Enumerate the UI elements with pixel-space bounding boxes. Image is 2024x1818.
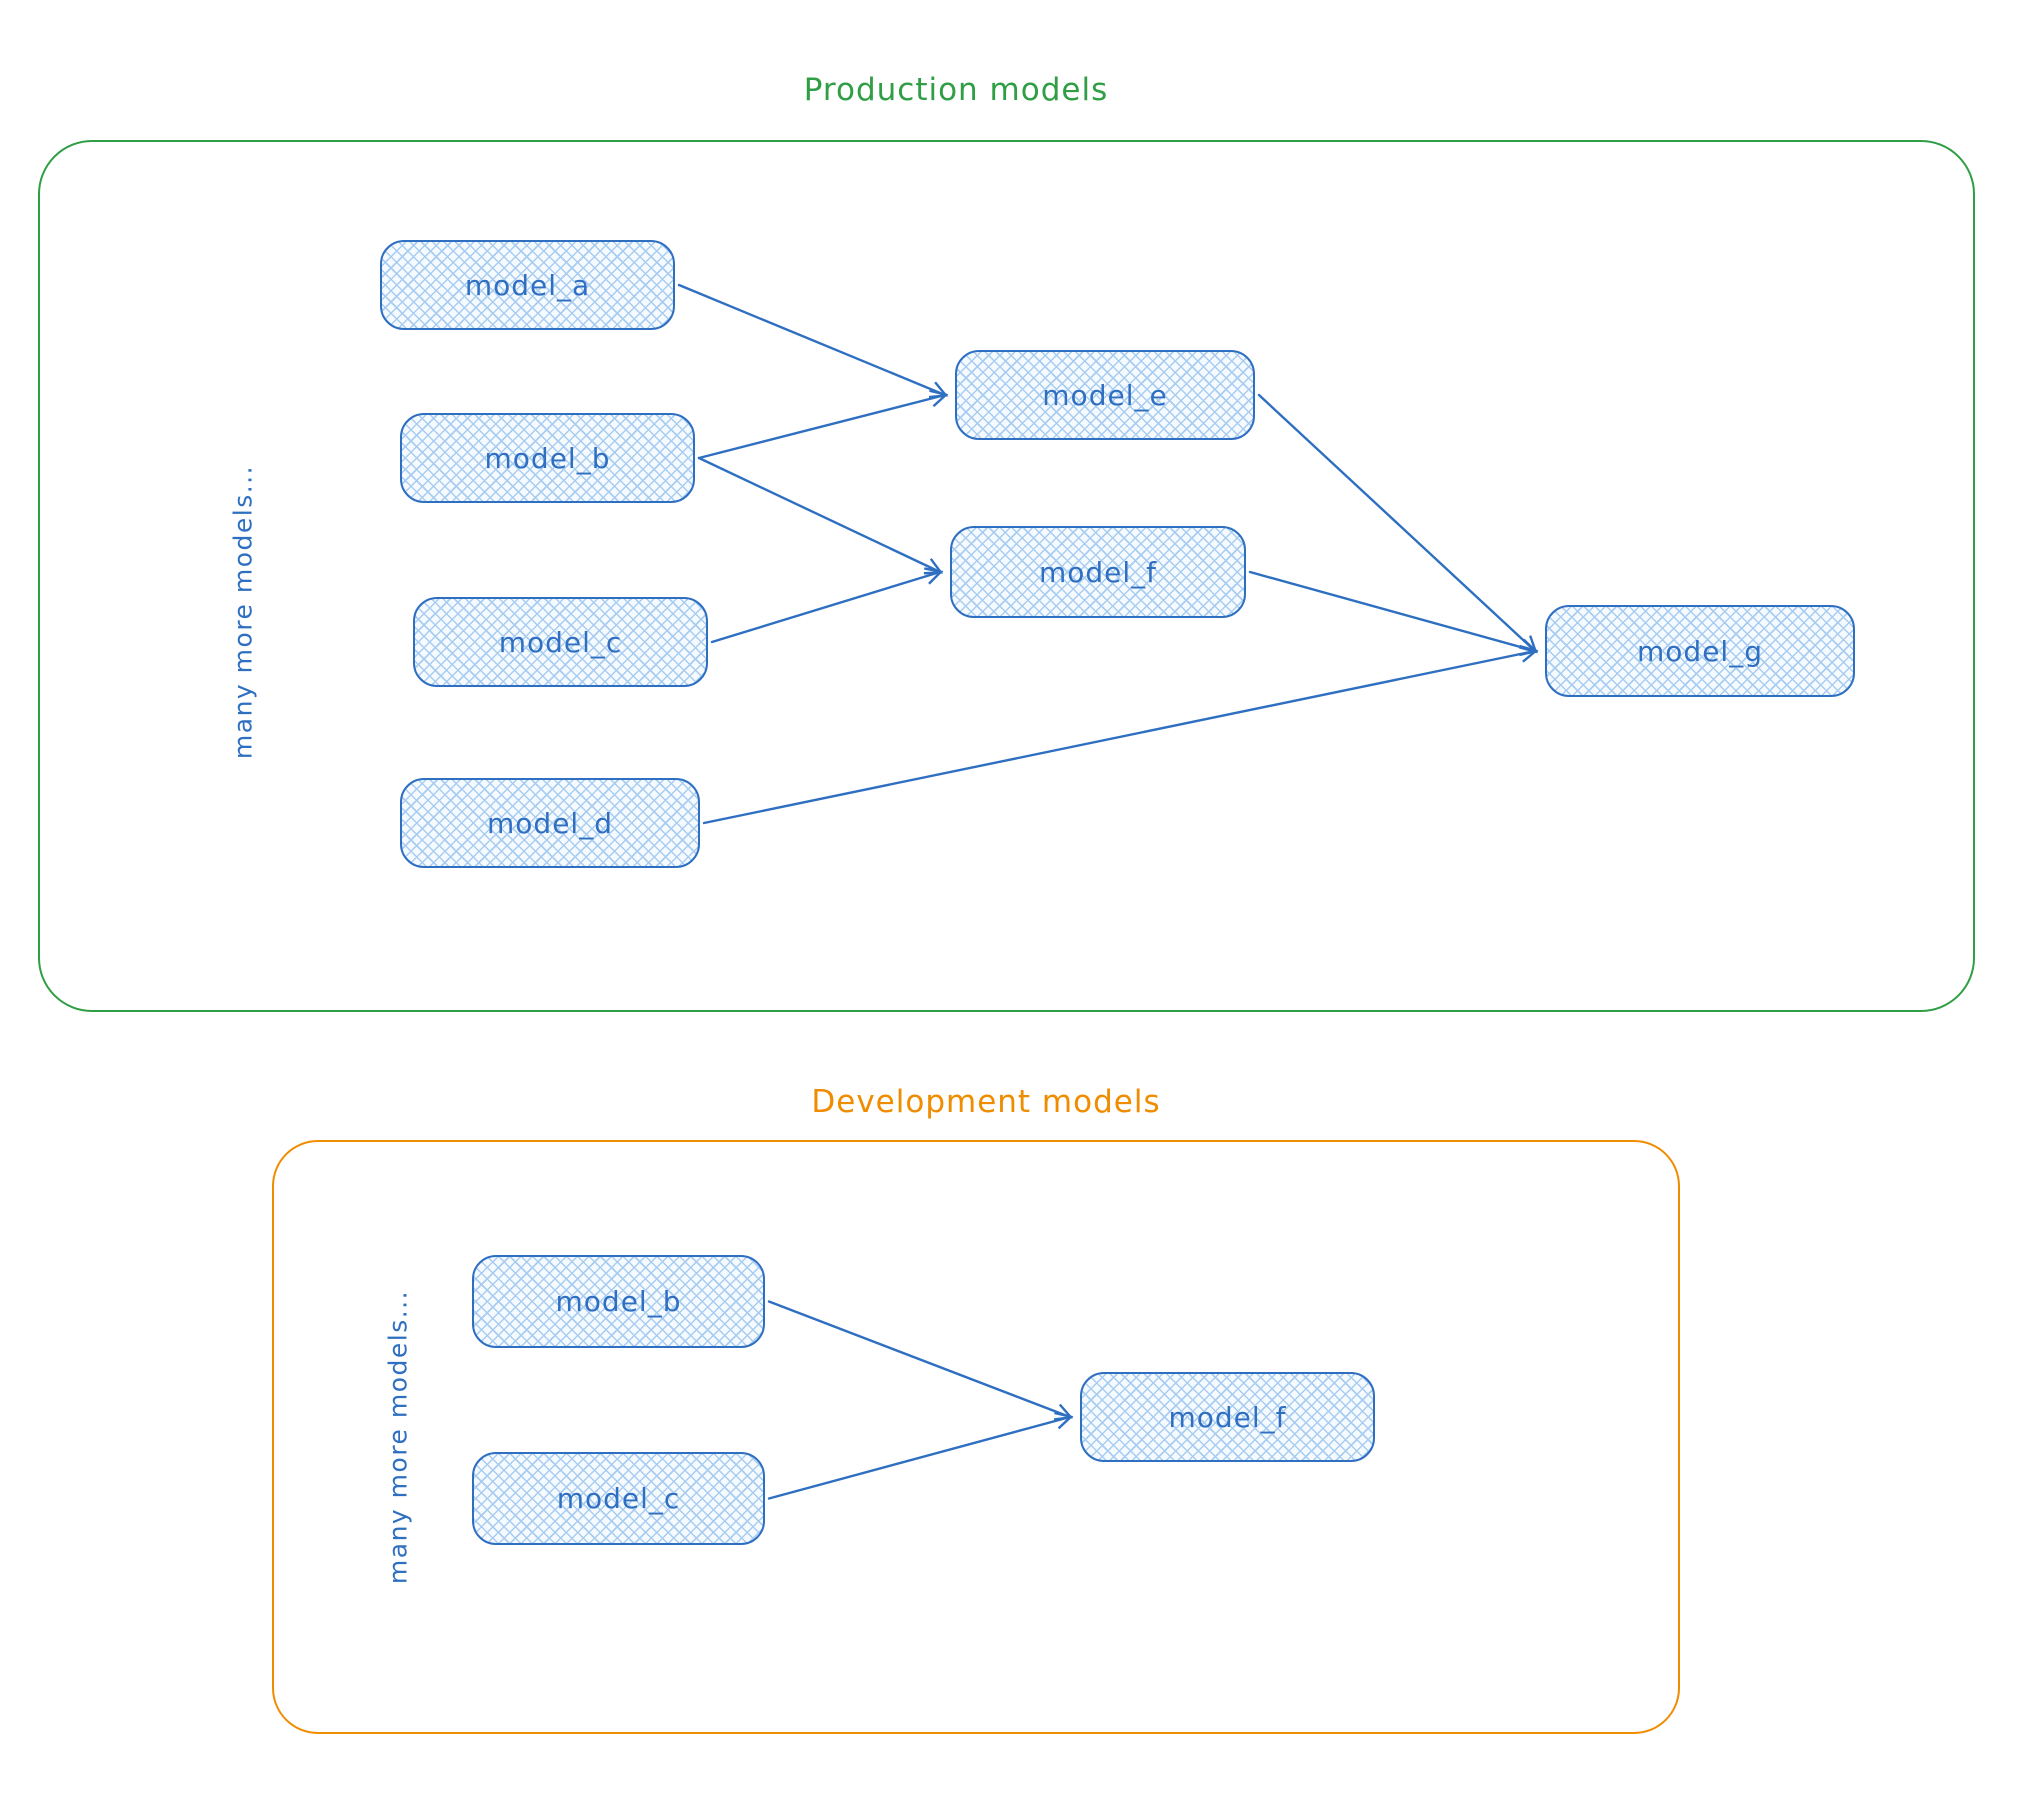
node-production-model-a: model_a: [380, 240, 675, 330]
node-development-model-f: model_f: [1080, 1372, 1375, 1462]
node-development-model-b: model_b: [472, 1255, 765, 1348]
node-production-model-g: model_g: [1545, 605, 1855, 697]
production-side-label: many more models...: [228, 464, 258, 760]
production-section-title: Production models: [803, 72, 1109, 108]
node-development-model-c: model_c: [472, 1452, 765, 1545]
node-production-model-d: model_d: [400, 778, 700, 868]
node-label-dev-model-b: model_b: [555, 1285, 682, 1318]
node-label-dev-model-c: model_c: [556, 1482, 681, 1515]
development-section-title: Development models: [811, 1084, 1161, 1120]
development-side-label: many more models...: [383, 1289, 413, 1585]
node-label-model-g: model_g: [1637, 634, 1763, 668]
node-label-dev-model-f: model_f: [1168, 1400, 1287, 1434]
node-label-model-c: model_c: [498, 625, 623, 659]
development-section-frame: [272, 1140, 1680, 1734]
node-production-model-b: model_b: [400, 413, 695, 503]
node-production-model-f: model_f: [950, 526, 1246, 618]
node-label-model-b: model_b: [484, 441, 611, 475]
node-label-model-a: model_a: [464, 268, 591, 302]
node-production-model-c: model_c: [413, 597, 708, 687]
node-label-model-d: model_d: [487, 806, 613, 840]
node-production-model-e: model_e: [955, 350, 1255, 440]
node-label-model-f: model_f: [1038, 555, 1158, 589]
node-label-model-e: model_e: [1042, 378, 1168, 412]
production-section-frame: [38, 140, 1975, 1012]
